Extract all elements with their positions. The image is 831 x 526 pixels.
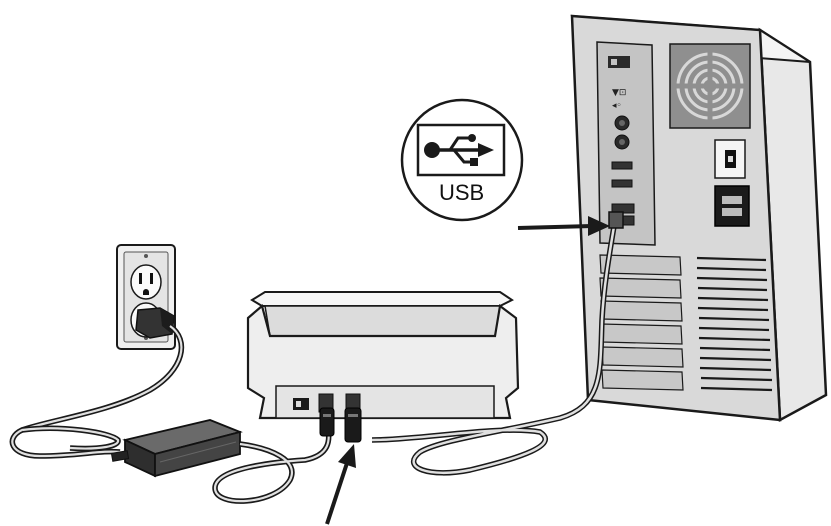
- usb-plug-tower: [608, 211, 624, 229]
- usb-trident-icon: [424, 134, 494, 166]
- usb-cable: [371, 213, 619, 476]
- scanner-feed-slot: [264, 305, 501, 337]
- usb-port-2: [611, 179, 633, 188]
- wall-plug: [135, 307, 175, 339]
- scanner-rear-panel: [275, 385, 495, 419]
- power-inlet: [714, 185, 750, 227]
- power-adapter: [110, 419, 243, 478]
- expansion-slots: [599, 254, 684, 391]
- power-cord-dc: [212, 427, 332, 504]
- usb-port-1: [611, 161, 633, 170]
- adapter-side: [154, 430, 241, 478]
- computer-tower: ▼⊡ ◂◦: [570, 14, 828, 423]
- vent-slits: [696, 256, 773, 392]
- usb-label: USB: [439, 180, 484, 205]
- usb-callout: USB: [400, 98, 524, 222]
- outlet-receptacle-top: [130, 264, 162, 300]
- network-port-icon: ▼⊡: [612, 88, 626, 98]
- arrow-to-usb-port: [517, 216, 610, 236]
- usb-plug-scanner: [344, 407, 362, 443]
- dc-plug: [319, 407, 335, 437]
- scanner-lid: [250, 291, 514, 307]
- power-cord-outlet: [9, 323, 185, 459]
- scanner: [246, 291, 520, 420]
- arrow-to-scanner-usb-port: [325, 444, 356, 525]
- audio-out-icon: ◂◦: [612, 101, 622, 111]
